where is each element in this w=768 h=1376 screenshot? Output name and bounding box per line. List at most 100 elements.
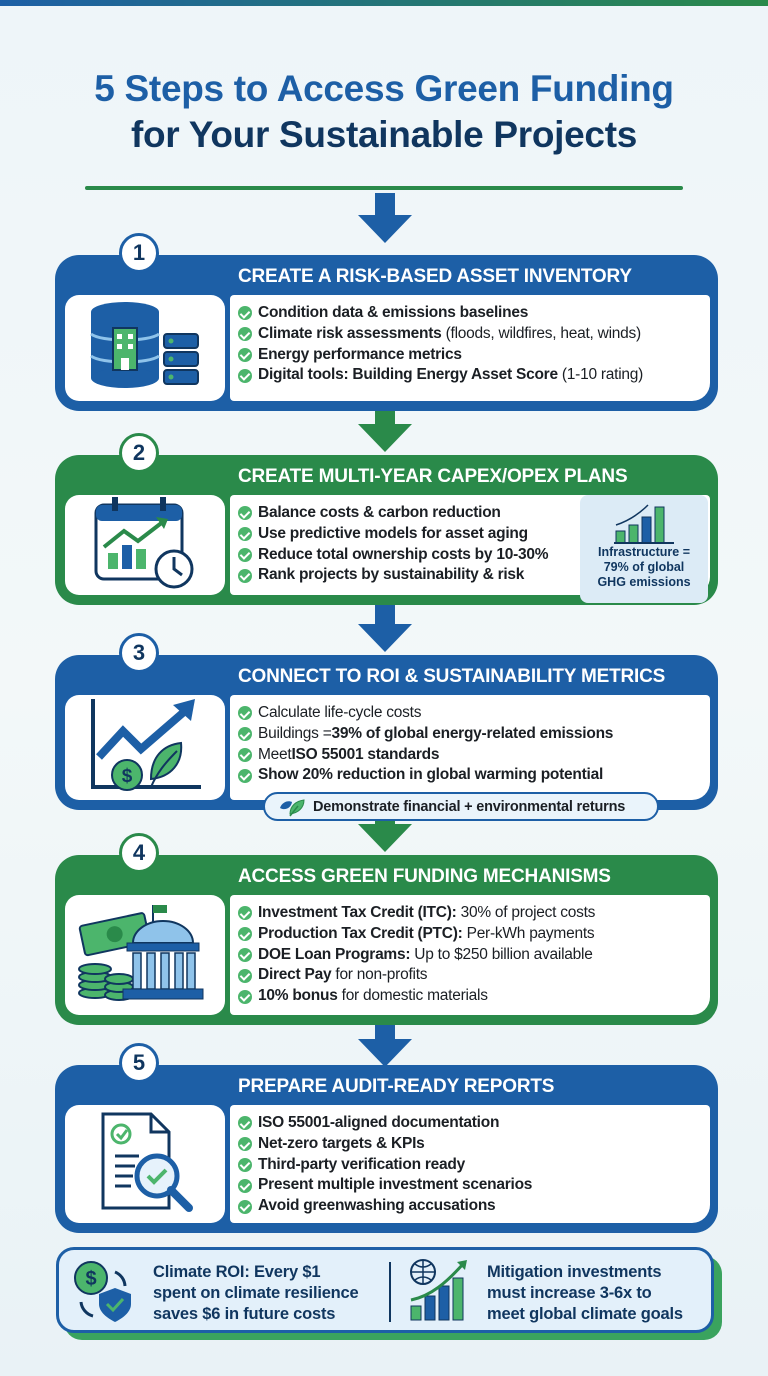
bullet-text: 30% of project costs bbox=[456, 904, 596, 921]
check-circle-icon bbox=[238, 1178, 252, 1193]
bullet-item: Use predictive models for asset aging bbox=[238, 524, 548, 545]
bullet-item: ISO 55001-aligned documentation bbox=[238, 1113, 532, 1134]
bullet-bold-text: ISO 55001 standards bbox=[291, 745, 440, 763]
footer-right-line: Mitigation investments bbox=[487, 1263, 662, 1281]
bullet-item: Energy performance metrics bbox=[238, 345, 643, 366]
document-magnifier-icon bbox=[85, 1110, 205, 1219]
bullet-bold-text: 39% of global energy-related emissions bbox=[331, 724, 614, 742]
callout-text: Demonstrate financial + environmental re… bbox=[313, 798, 626, 815]
check-circle-icon bbox=[238, 347, 252, 362]
bullet-text: Meet bbox=[258, 745, 292, 763]
step-heading: CREATE MULTI-YEAR CAPEX/OPEX PLANS bbox=[238, 466, 628, 487]
bullet-text: (1-10 rating) bbox=[557, 366, 644, 384]
step-number-badge: 1 bbox=[119, 233, 159, 273]
bullet-bold-text: Rank projects by sustainability & risk bbox=[258, 566, 525, 584]
bullet-text: (floods, wildfires, heat, winds) bbox=[441, 324, 642, 342]
step-heading: CREATE A RISK-BASED ASSET INVENTORY bbox=[238, 266, 632, 287]
bullet-item: Production Tax Credit (PTC): Per-kWh pay… bbox=[238, 924, 595, 945]
bullet-text: Buildings = bbox=[258, 724, 332, 742]
bullet-bold-text: Net-zero targets & KPIs bbox=[258, 1134, 425, 1152]
database-building-icon bbox=[80, 298, 210, 399]
footer-right-line: must increase 3-6x to bbox=[487, 1284, 652, 1302]
check-circle-icon bbox=[238, 947, 252, 962]
stat-line: Infrastructure = bbox=[597, 545, 691, 559]
footer-right-text: Mitigation investments must increase 3-6… bbox=[487, 1262, 683, 1325]
bullet-bold-text: ISO 55001-aligned documentation bbox=[258, 1114, 500, 1131]
check-circle-icon bbox=[238, 927, 252, 942]
growth-chart-leaf-icon: $ bbox=[85, 695, 205, 800]
step-icon-panel bbox=[65, 495, 225, 595]
step-number-badge: 2 bbox=[119, 433, 159, 473]
check-circle-icon bbox=[238, 568, 252, 583]
footer-right-line: meet global climate goals bbox=[487, 1305, 683, 1323]
bullet-item: 10% bonus for domestic materials bbox=[238, 986, 595, 1007]
check-circle-icon bbox=[238, 1137, 252, 1152]
step-number-badge: 4 bbox=[119, 833, 159, 873]
down-arrow-icon bbox=[358, 193, 412, 243]
bullet-item: Third-party verification ready bbox=[238, 1155, 532, 1176]
footer-left-line: saves $6 in future costs bbox=[153, 1305, 336, 1323]
bullet-bold-text: Climate risk assessments bbox=[258, 324, 442, 342]
check-circle-icon bbox=[238, 306, 252, 321]
check-circle-icon bbox=[238, 1199, 252, 1214]
check-circle-icon bbox=[238, 1116, 252, 1131]
bullet-item: Digital tools: Building Energy Asset Sco… bbox=[238, 365, 643, 386]
check-circle-icon bbox=[238, 747, 252, 762]
bullet-item: Rank projects by sustainability & risk bbox=[238, 565, 548, 586]
bullet-item: Balance costs & carbon reduction bbox=[238, 503, 548, 524]
check-circle-icon bbox=[238, 327, 252, 342]
bullet-item: DOE Loan Programs: Up to $250 billion av… bbox=[238, 945, 595, 966]
bullet-bold-text: Reduce total ownership costs by 10-30% bbox=[258, 545, 549, 563]
step-heading: PREPARE AUDIT-READY REPORTS bbox=[238, 1076, 555, 1097]
footer-stats-box: $ Climate ROI: Every $1 spent on climate… bbox=[56, 1247, 714, 1333]
bullet-bold-text: Use predictive models for asset aging bbox=[258, 524, 528, 542]
svg-text:$: $ bbox=[85, 1268, 96, 1290]
bullet-text: Calculate life-cycle costs bbox=[258, 704, 422, 721]
top-accent-bar bbox=[0, 0, 768, 6]
page-title-line-2: for Your Sustainable Projects bbox=[130, 114, 637, 155]
bullet-item: Condition data & emissions baselines bbox=[238, 303, 643, 324]
bullet-bold-text: Production Tax Credit (PTC): bbox=[258, 924, 463, 942]
globe-growth-chart-icon bbox=[410, 1259, 467, 1321]
check-circle-icon bbox=[238, 527, 252, 542]
check-circle-icon bbox=[238, 989, 252, 1004]
bullet-bold-text: Balance costs & carbon reduction bbox=[258, 504, 501, 521]
bullet-list: Investment Tax Credit (ITC): 30% of proj… bbox=[238, 903, 595, 1007]
bullet-bold-text: Third-party verification ready bbox=[258, 1155, 465, 1173]
bullet-bold-text: 10% bonus bbox=[258, 987, 338, 1005]
bullet-item: Present multiple investment scenarios bbox=[238, 1175, 532, 1196]
check-circle-icon bbox=[238, 706, 252, 721]
bullet-bold-text: Present multiple investment scenarios bbox=[258, 1176, 533, 1194]
check-circle-icon bbox=[238, 1157, 252, 1172]
bullet-item: Buildings = 39% of global energy-related… bbox=[238, 724, 613, 745]
step-number-badge: 3 bbox=[119, 633, 159, 673]
step-number-badge: 5 bbox=[119, 1043, 159, 1083]
bullet-item: Climate risk assessments (floods, wildfi… bbox=[238, 324, 643, 345]
check-circle-icon bbox=[238, 368, 252, 383]
bullet-bold-text: Energy performance metrics bbox=[258, 345, 462, 363]
bullet-bold-text: Condition data & emissions baselines bbox=[258, 304, 529, 321]
step-content-panel: Investment Tax Credit (ITC): 30% of proj… bbox=[230, 895, 710, 1015]
check-circle-icon bbox=[238, 547, 252, 562]
bullet-bold-text: Avoid greenwashing accusations bbox=[258, 1197, 496, 1215]
check-circle-icon bbox=[238, 906, 252, 921]
stat-line: GHG emissions bbox=[597, 575, 691, 589]
bullet-item: Investment Tax Credit (ITC): 30% of proj… bbox=[238, 903, 595, 924]
bullet-item: Calculate life-cycle costs bbox=[238, 703, 613, 724]
bullet-bold-text: Show 20% reduction in global warming pot… bbox=[258, 766, 604, 784]
step-icon-panel bbox=[65, 295, 225, 401]
check-circle-icon bbox=[238, 727, 252, 742]
bullet-item: Direct Pay for non-profits bbox=[238, 965, 595, 986]
title-divider bbox=[85, 186, 683, 190]
